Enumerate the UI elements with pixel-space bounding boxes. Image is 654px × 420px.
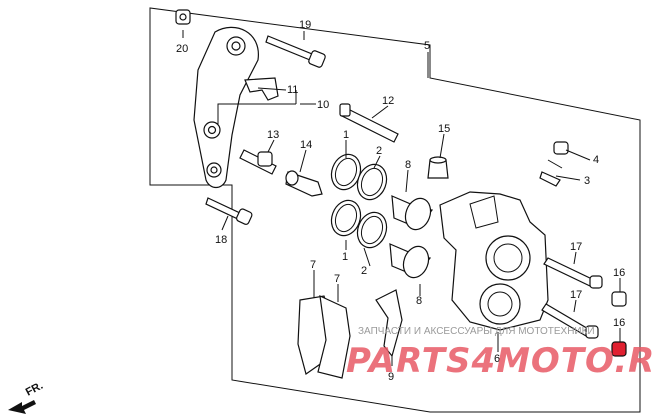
label-16b: 16 [613,317,625,329]
boot-14 [285,170,323,197]
plug-16-bottom [611,341,627,357]
label-5: 5 [424,40,430,52]
front-direction-indicator: FR. [8,380,45,414]
boot-15 [427,156,449,179]
caliper-body [439,191,549,331]
bolt-19 [265,35,326,68]
label-11: 11 [287,84,298,96]
leader-lines [182,30,621,366]
caliper-bracket [193,26,259,189]
direction-label: FR. [24,380,45,399]
label-8a: 8 [405,159,411,171]
label-1b: 1 [342,251,348,263]
direction-arrow-icon [8,400,36,414]
label-16a: 16 [613,267,625,279]
brake-pads [297,294,351,379]
label-18: 18 [215,234,227,246]
watermark-logo: PARTS4MOTO.RU [346,341,654,381]
label-6: 6 [494,353,500,365]
bleeder-valve [539,141,569,187]
watermark-caption: ЗАПЧАСТИ И АКСЕССУАРЫ ДЛЯ МОТОТЕХНИКИ [358,326,595,337]
label-19: 19 [299,19,311,31]
label-3: 3 [584,175,590,187]
label-1a: 1 [343,129,349,141]
label-17b: 17 [570,289,582,301]
label-2a: 2 [376,145,382,157]
piston-seals [330,153,388,249]
label-2b: 2 [361,265,367,277]
label-4: 4 [593,154,599,166]
label-20: 20 [176,43,188,55]
label-14: 14 [300,139,312,151]
pistons [389,195,434,279]
bolt-18 [205,197,253,225]
label-7a: 7 [310,259,316,271]
label-15: 15 [438,123,450,135]
slide-pin-12 [339,103,399,143]
label-13: 13 [267,129,279,141]
label-9: 9 [388,371,394,383]
label-17a: 17 [570,241,582,253]
plug-16-top [611,291,627,307]
pad-pins-17 [541,257,603,339]
clip-part [244,77,279,101]
label-7b: 7 [334,273,340,285]
label-12: 12 [382,95,394,107]
label-10: 10 [317,99,329,111]
nut-part [175,9,191,25]
slide-pin-13 [239,149,277,175]
assembly-outline [149,7,641,413]
label-8b: 8 [416,295,422,307]
